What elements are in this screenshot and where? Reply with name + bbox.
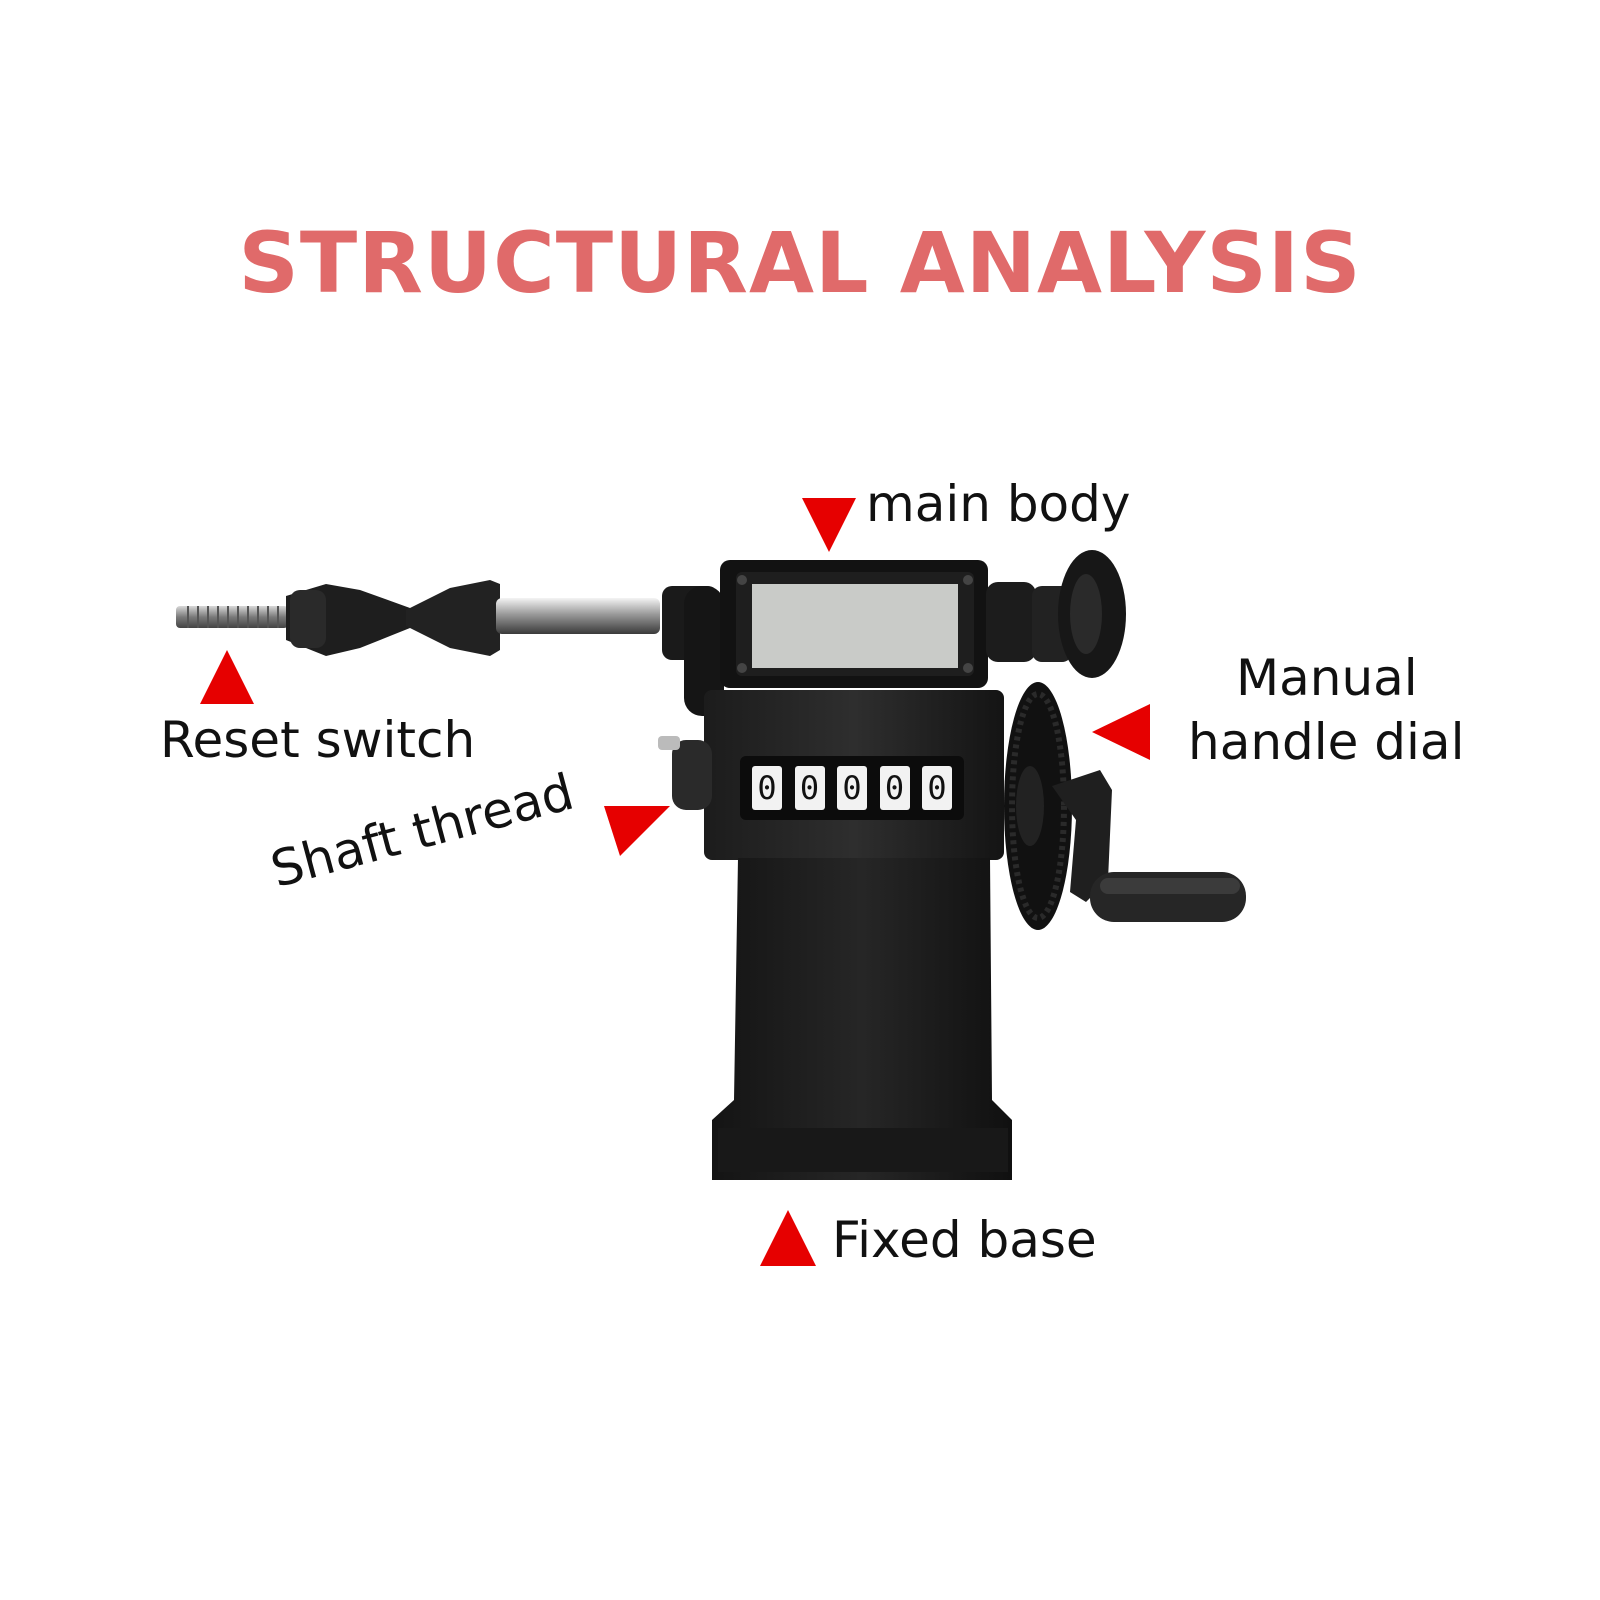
turn-counter: 0 0 0 0 0: [752, 766, 952, 810]
counter-digit: 0: [837, 766, 867, 810]
label-manual: Manual: [1236, 649, 1418, 707]
red-triangle-icon: [760, 1210, 816, 1266]
label-main-body: main body: [866, 475, 1131, 533]
red-triangle-icon: [802, 498, 856, 552]
counter-digit: 0: [879, 766, 910, 810]
red-triangle-icon: [604, 806, 670, 856]
fixed-base-column: [712, 858, 1012, 1180]
red-triangle-icon: [1092, 704, 1150, 760]
steel-rod: [496, 598, 660, 634]
handle-dial-gear: [1004, 682, 1072, 930]
page-title: STRUCTURAL ANALYSIS: [238, 214, 1362, 312]
right-knob: [986, 550, 1126, 678]
label-reset-switch: Reset switch: [160, 711, 476, 769]
counter-digit: 0: [922, 766, 952, 810]
counter-digit: 0: [752, 766, 782, 810]
counter-digit: 0: [794, 766, 825, 810]
shaft-chuck: [286, 580, 500, 656]
label-handle-dial: handle dial: [1188, 713, 1465, 771]
red-triangle-icon: [200, 650, 254, 704]
crank-handle: [1052, 770, 1246, 922]
left-gear: [662, 586, 724, 716]
label-fixed-base: Fixed base: [832, 1211, 1097, 1269]
main-body-housing: [720, 560, 988, 688]
threaded-shaft-tip: [176, 606, 288, 628]
